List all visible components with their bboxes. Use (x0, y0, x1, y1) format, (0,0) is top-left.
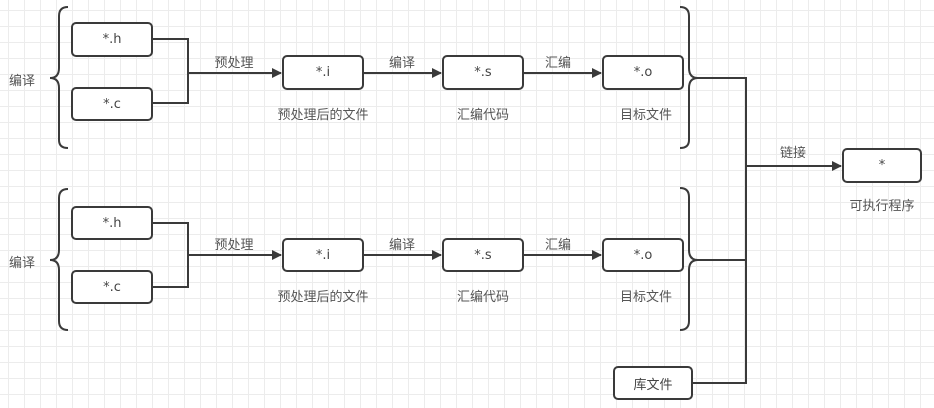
left-brace-2 (49, 188, 69, 331)
edge-label-assemble: 汇编 (544, 238, 572, 253)
node-assembly-file[interactable]: *.s (442, 238, 524, 272)
node-library-file[interactable]: 库文件 (613, 366, 693, 400)
caption-object-file: 目标文件 (619, 290, 673, 305)
node-preprocessed-file[interactable]: *.i (282, 238, 364, 272)
node-executable[interactable]: * (842, 148, 922, 183)
node-object-file[interactable]: *.o (602, 55, 684, 90)
node-source-file[interactable]: *.c (71, 87, 153, 121)
link-bus (693, 77, 747, 384)
caption-assembly-code: 汇编代码 (456, 290, 510, 305)
edge-label-preprocess: 预处理 (214, 56, 254, 71)
merge-connector-2 (153, 222, 189, 288)
edge-label-link: 链接 (779, 146, 807, 161)
caption-executable: 可执行程序 (849, 199, 915, 214)
node-source-file[interactable]: *.c (71, 270, 153, 304)
node-preprocessed-file[interactable]: *.i (282, 55, 364, 90)
edge-label-compile: 编译 (388, 56, 416, 71)
caption-object-file: 目标文件 (619, 108, 673, 123)
node-assembly-file[interactable]: *.s (442, 55, 524, 90)
caption-preprocessed-file: 预处理后的文件 (277, 108, 369, 123)
group-label-compile: 编译 (9, 74, 36, 89)
group-label-compile: 编译 (9, 256, 36, 271)
edge-label-preprocess: 预处理 (214, 238, 254, 253)
caption-preprocessed-file: 预处理后的文件 (277, 290, 369, 305)
left-brace-1 (49, 6, 69, 149)
edge-label-compile: 编译 (388, 238, 416, 253)
merge-connector-1 (153, 38, 189, 104)
edge-label-assemble: 汇编 (544, 56, 572, 71)
node-object-file[interactable]: *.o (602, 238, 684, 272)
node-header-file[interactable]: *.h (71, 22, 153, 57)
caption-assembly-code: 汇编代码 (456, 108, 510, 123)
node-header-file[interactable]: *.h (71, 206, 153, 240)
